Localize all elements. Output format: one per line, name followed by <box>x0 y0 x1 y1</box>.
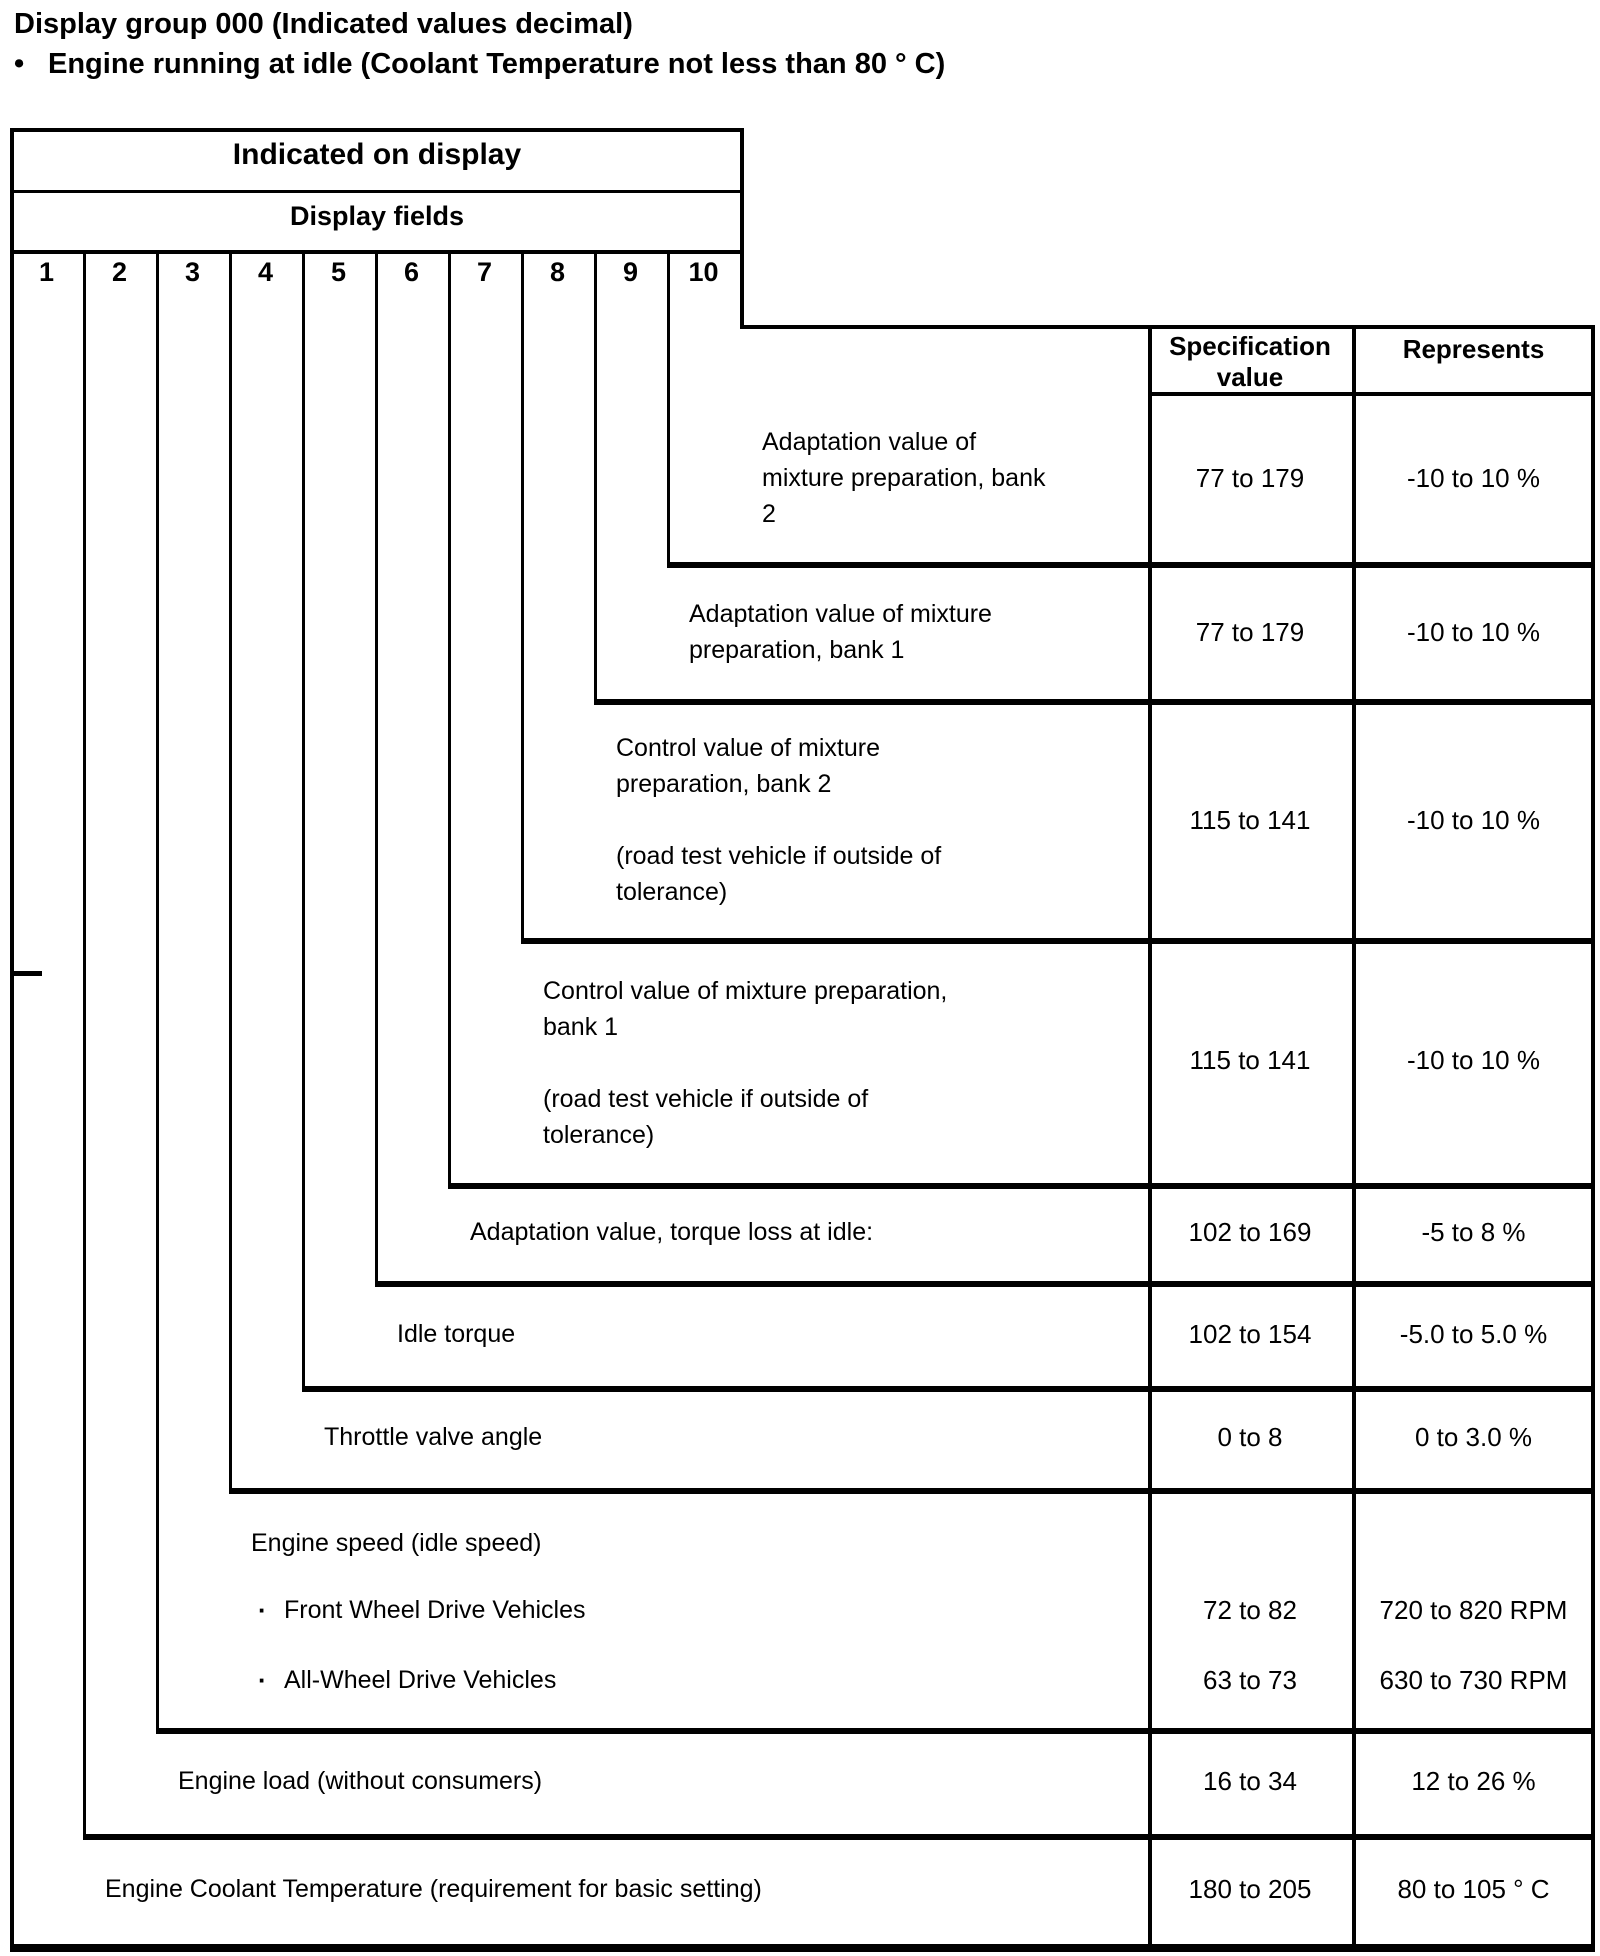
represents-value: -10 to 10 % <box>1407 617 1540 647</box>
represents-value: 12 to 26 % <box>1411 1766 1536 1796</box>
row-bottom-border <box>229 1488 1595 1494</box>
display-field-number: 7 <box>476 257 493 287</box>
header-right-border <box>740 128 744 329</box>
represents-value: -5.0 to 5.0 % <box>1399 1319 1548 1349</box>
row-bottom-border <box>521 938 1595 944</box>
represents-value: -10 to 10 % <box>1407 463 1540 493</box>
field-column-line <box>521 250 524 944</box>
represents-value: -10 to 10 % <box>1407 1045 1540 1075</box>
staircase-top-step-line <box>740 325 1595 329</box>
row-label: Engine Coolant Temperature (requirement … <box>105 1875 762 1903</box>
page-subtitle: • Engine running at idle (Coolant Tempera… <box>14 48 945 81</box>
row-label: Adaptation value, torque loss at idle: <box>470 1218 874 1246</box>
field-column-line <box>302 250 305 1392</box>
spec-represents-divider <box>1352 325 1356 1952</box>
display-field-number: 4 <box>257 257 274 287</box>
spec-value: 77 to 179 <box>1195 617 1305 647</box>
bullet-icon: • <box>14 48 25 80</box>
spec-value: 16 to 34 <box>1203 1766 1297 1796</box>
table-outer-right-border <box>1591 325 1595 1952</box>
table-outer-bottom-border <box>10 1944 1595 1952</box>
row-bottom-border <box>375 1281 1595 1287</box>
row-bottom-border <box>667 562 1595 568</box>
row-label: Control value of mixture preparation, ba… <box>616 734 942 906</box>
spec-value: 77 to 179 <box>1195 463 1305 493</box>
row-label: Adaptation value of mixture preparation,… <box>762 428 1046 528</box>
row-bottom-border <box>83 1834 1595 1840</box>
row-label: Adaptation value of mixture preparation,… <box>689 600 992 664</box>
field-column-line <box>229 250 232 1494</box>
row-label: Engine load (without consumers) <box>178 1767 543 1795</box>
represents-value: -10 to 10 % <box>1407 805 1540 835</box>
spec-value: 115 to 141 <box>1189 805 1311 835</box>
spec-value: 0 to 8 <box>1217 1422 1283 1452</box>
display-field-number: 8 <box>549 257 566 287</box>
display-field-number: 5 <box>330 257 347 287</box>
row-sub-label: All-Wheel Drive Vehicles <box>284 1666 557 1694</box>
field-column-line <box>375 250 378 1287</box>
spec-value: 180 to 205 <box>1188 1874 1312 1904</box>
represents-value: 630 to 730 RPM <box>1379 1665 1568 1695</box>
display-fields-header: Display fields <box>289 201 465 231</box>
row-label: Control value of mixture preparation, ba… <box>543 977 948 1149</box>
represents-value: 0 to 3.0 % <box>1414 1422 1533 1452</box>
margin-dash <box>10 971 42 976</box>
represents-value: 720 to 820 RPM <box>1379 1595 1568 1625</box>
spec-value: 102 to 169 <box>1188 1217 1312 1247</box>
indicated-on-display-header: Indicated on display <box>232 138 522 171</box>
row-bottom-border <box>156 1728 1595 1734</box>
bullet-icon: · <box>258 1595 267 1625</box>
field-column-line <box>83 250 86 1840</box>
display-field-number: 10 <box>688 257 719 287</box>
page-subtitle-text: Engine running at idle (Coolant Temperat… <box>48 48 946 80</box>
spec-value: 115 to 141 <box>1189 1045 1311 1075</box>
spec-column-left-border <box>1148 325 1152 1952</box>
spec-header-bottom-border <box>1148 392 1595 396</box>
display-field-number: 3 <box>184 257 201 287</box>
row-bottom-border <box>448 1183 1595 1189</box>
row-label: Engine speed (idle speed) <box>251 1529 542 1557</box>
page-title: Display group 000 (Indicated values deci… <box>14 8 633 40</box>
field-column-line <box>594 250 597 705</box>
display-field-number: 6 <box>403 257 420 287</box>
display-field-number: 2 <box>111 257 128 287</box>
row-bottom-border <box>302 1386 1595 1392</box>
field-column-line <box>156 250 159 1734</box>
header-divider-line <box>10 190 744 193</box>
table-outer-left-border <box>10 128 14 1952</box>
represents-header: Represents <box>1402 334 1545 364</box>
spec-value: 102 to 154 <box>1188 1319 1312 1349</box>
represents-value: -5 to 8 % <box>1421 1217 1526 1247</box>
spec-value: 63 to 73 <box>1203 1665 1297 1695</box>
spec-value: 72 to 82 <box>1203 1595 1297 1625</box>
bullet-icon: · <box>258 1665 267 1695</box>
display-field-number: 9 <box>622 257 639 287</box>
header-top-border <box>10 128 744 132</box>
display-field-number: 1 <box>38 257 55 287</box>
row-label: Throttle valve angle <box>324 1423 543 1451</box>
field-column-line <box>448 250 451 1189</box>
row-sub-label: Front Wheel Drive Vehicles <box>284 1596 586 1624</box>
field-column-line <box>667 250 670 568</box>
represents-value: 80 to 105 ° C <box>1397 1874 1550 1904</box>
specification-value-header: Specification value <box>1169 331 1331 392</box>
row-bottom-border <box>594 699 1595 705</box>
row-label: Idle torque <box>397 1320 516 1348</box>
